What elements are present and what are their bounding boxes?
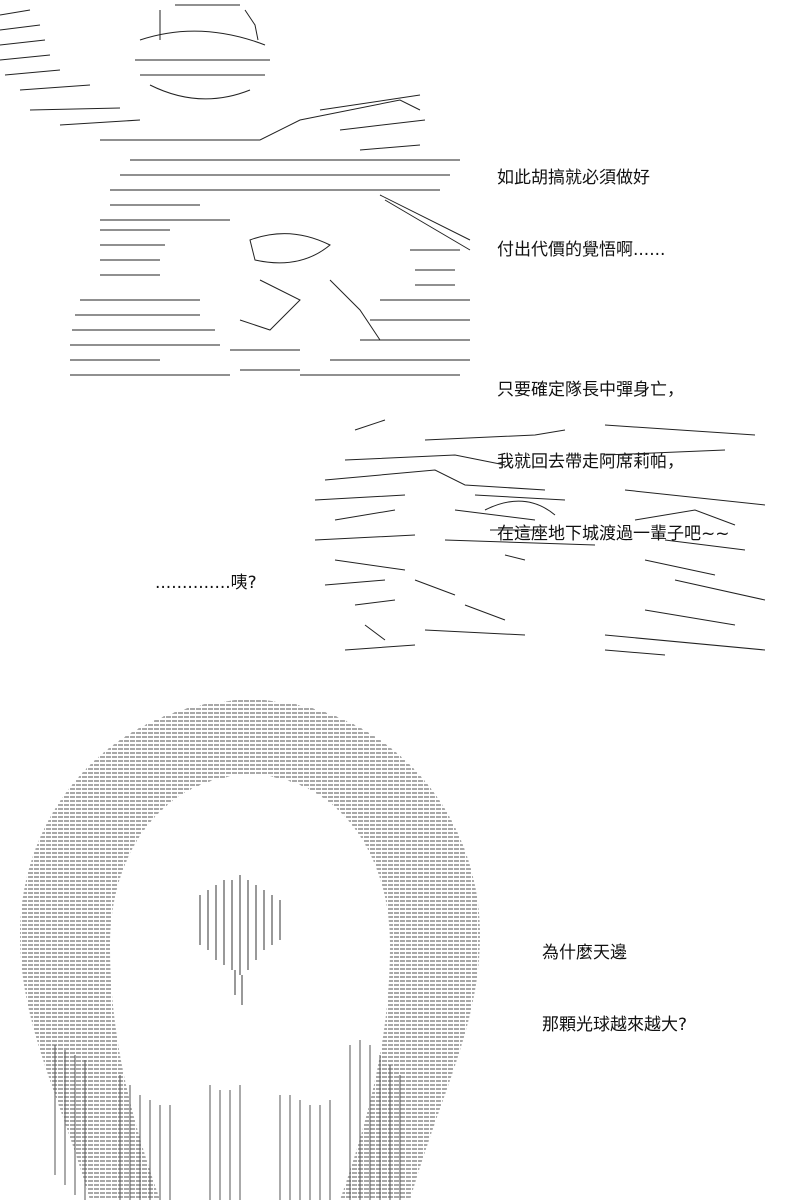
caption-line: 我就回去帶走阿席莉帕， (497, 452, 684, 472)
ascii-art-soldier-with-rifle (0, 0, 480, 390)
caption-line: 如此胡搞就必須做好 (497, 168, 650, 188)
caption-line: 只要確定隊長中彈身亡， (497, 380, 684, 400)
caption-line: 在這座地下城渡過一輩子吧~~ (497, 524, 730, 544)
caption-line: 那顆光球越來越大? (542, 1015, 688, 1035)
caption-line: 為什麼天邊 (542, 943, 627, 963)
caption-line: ..............咦? (155, 573, 257, 593)
caption-line: 付出代價的覺悟啊...... (497, 240, 666, 260)
panel-1: 如此胡搞就必須做好 付出代價的覺悟啊...... 只要確定隊長中彈身亡， 我就回… (0, 0, 800, 544)
panel-2: ..............咦? (0, 390, 800, 680)
surprise-caption: ..............咦? (155, 523, 257, 643)
ascii-art-explosion-bodies (305, 410, 785, 660)
monologue-caption-1: 如此胡搞就必須做好 付出代價的覺悟啊...... 只要確定隊長中彈身亡， 我就回… (497, 118, 730, 594)
panel-3: 為什麼天邊 那顆光球越來越大? (0, 680, 800, 1200)
question-caption: 為什麼天邊 那顆光球越來越大? (542, 893, 687, 1085)
ascii-art-light-sphere (10, 695, 490, 1200)
